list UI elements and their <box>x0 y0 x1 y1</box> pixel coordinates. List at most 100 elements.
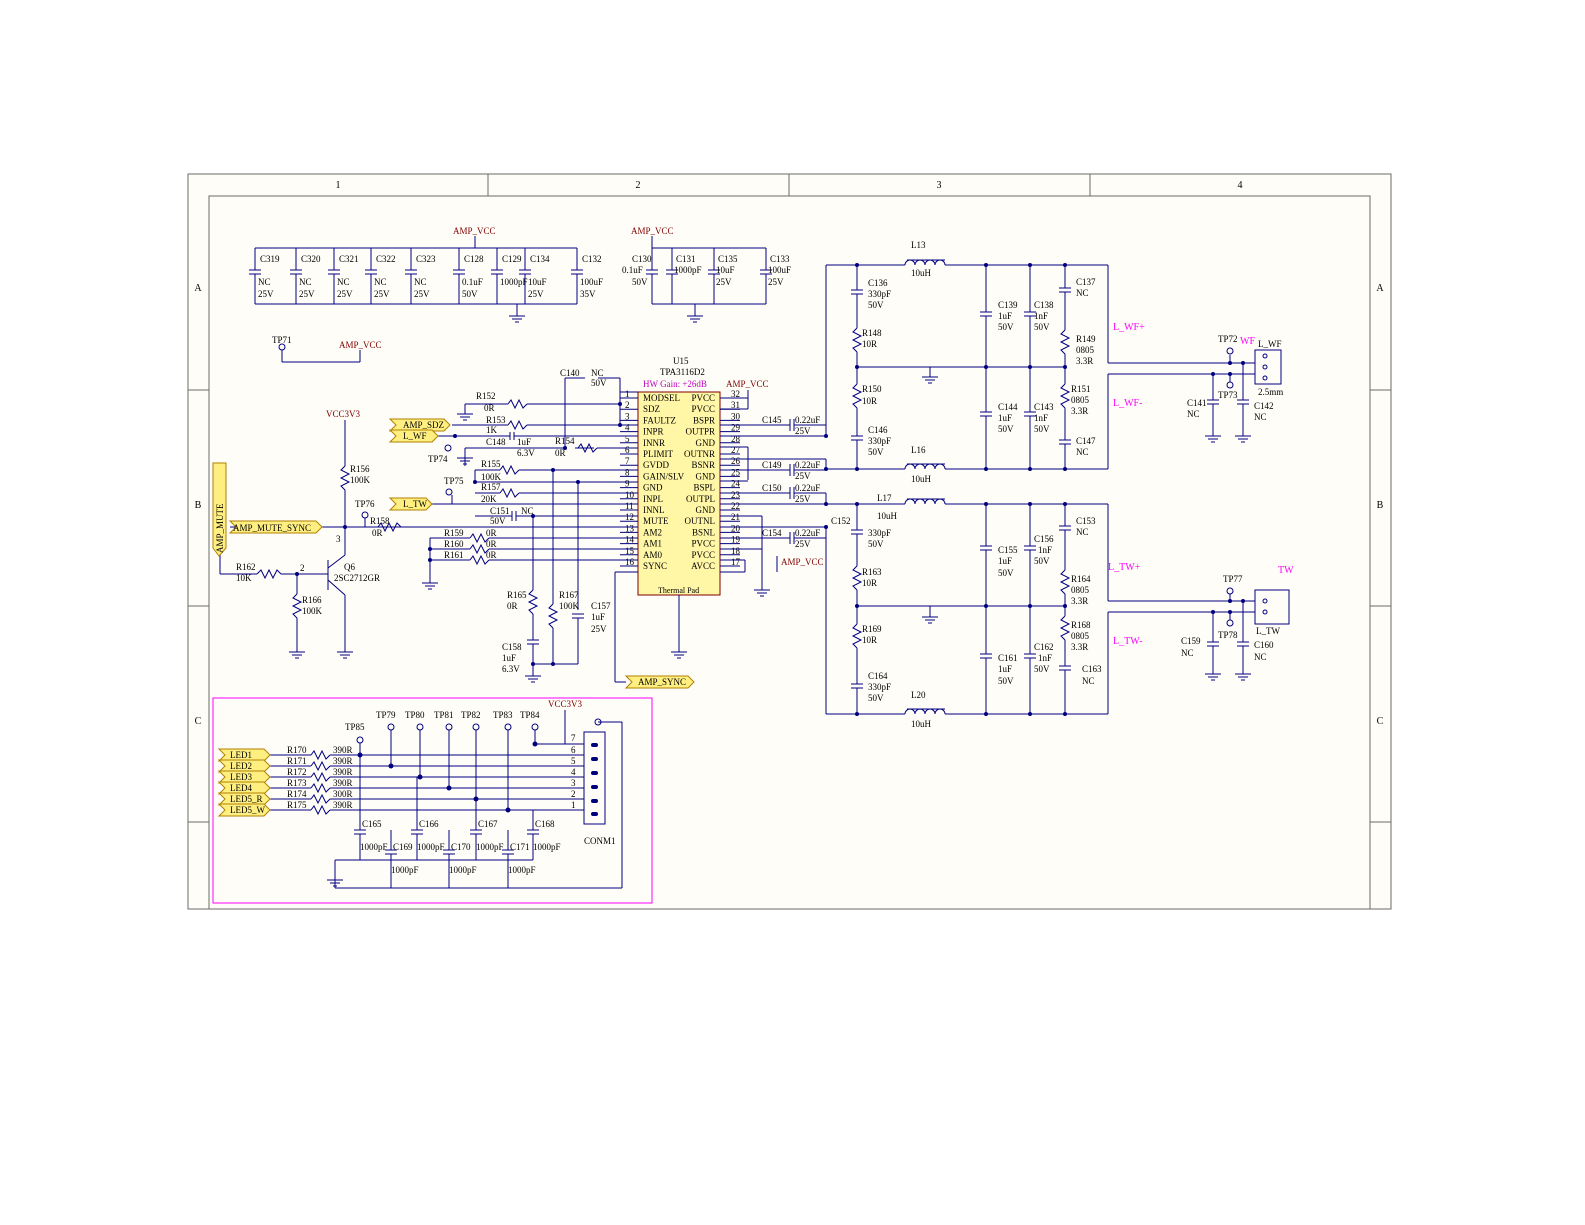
cap-ref-c135: C135 <box>718 254 738 264</box>
u15-pin-21-num: 21 <box>731 512 740 522</box>
u15-pin-31-name: PVCC <box>691 404 715 414</box>
u15-pin-30-num: 30 <box>731 411 741 421</box>
u15-pin-9-num: 9 <box>625 479 630 489</box>
u15-pin-3-name: FAULTZ <box>643 415 676 425</box>
port-led1[interactable]: LED1 <box>217 748 271 762</box>
led-tp83: TP83 <box>493 710 513 720</box>
port-l-wf-label: L_WF <box>403 431 427 441</box>
cap-ref-c321: C321 <box>339 254 359 264</box>
cap-v-c320: 25V <box>299 289 315 299</box>
c161-v: 50V <box>998 676 1014 686</box>
net-l-wf-plus: L_WF+ <box>1113 322 1145 333</box>
u15-pin-23-name: OUTPL <box>686 494 715 504</box>
r148-val: 10R <box>862 339 877 349</box>
c140-v: 50V <box>591 378 607 388</box>
u15-part: TPA3116D2 <box>660 367 705 377</box>
frame-row-a-left: A <box>194 283 202 294</box>
u15-pin-19-name: PVCC <box>691 539 715 549</box>
l13-val: 10uH <box>911 268 932 278</box>
led-tp80: TP80 <box>405 710 425 720</box>
port-led2[interactable]: LED2 <box>217 759 271 773</box>
u15-pin-3-num: 3 <box>625 411 630 421</box>
c160-ref: C160 <box>1254 640 1274 650</box>
c164-val: 330pF <box>868 682 891 692</box>
tp73-label: TP73 <box>1218 390 1238 400</box>
net-l-tw-plus: L_TW+ <box>1108 562 1141 573</box>
led-res-ref-r175: R175 <box>287 800 307 810</box>
c153-val: NC <box>1076 527 1089 537</box>
r154-val: 0R <box>555 448 566 458</box>
u15-pin-25-name: GND <box>696 471 716 481</box>
led-tp81: TP81 <box>434 710 454 720</box>
port-amp-mute[interactable]: AMP_MUTE <box>212 462 227 557</box>
r152-ref: R152 <box>476 391 496 401</box>
port-amp-sdz[interactable]: AMP_SDZ <box>388 418 451 432</box>
r155-val: 100K <box>481 472 502 482</box>
led-res-ref-r170: R170 <box>287 745 307 755</box>
u15-pin-28-name: GND <box>696 438 716 448</box>
port-l-wf[interactable]: L_WF <box>388 429 439 443</box>
r164-ref: R164 <box>1071 574 1091 584</box>
c157-v: 25V <box>591 624 607 634</box>
cap-ref-c134: C134 <box>530 254 550 264</box>
frame-row-a-right: A <box>1376 283 1384 294</box>
port-amp-sdz-label: AMP_SDZ <box>403 420 444 430</box>
boot-ref-c150: C150 <box>762 483 782 493</box>
r150-val: 10R <box>862 396 877 406</box>
vcc3v3-label-2: VCC3V3 <box>548 699 583 709</box>
c158-val: 1uF <box>502 653 516 663</box>
r164-val: 3.3R <box>1071 596 1088 606</box>
net-wf: WF <box>1240 336 1255 347</box>
ground-icon <box>327 879 343 887</box>
c164-ref: C164 <box>868 671 888 681</box>
c152-val: 330pF <box>868 528 891 538</box>
vcc3v3-label-1: VCC3V3 <box>326 409 361 419</box>
c156-ref: C156 <box>1034 534 1054 544</box>
c137-val: NC <box>1076 288 1089 298</box>
cap-ref-c129: C129 <box>502 254 522 264</box>
r165-val: 0R <box>507 601 518 611</box>
led-wiring <box>334 710 623 889</box>
boot-val-c149: 0.22uF <box>795 460 820 470</box>
port-amp-sync-label: AMP_SYNC <box>638 677 686 687</box>
u15-pin-2-name: SDZ <box>643 404 660 414</box>
port-led3[interactable]: LED3 <box>217 770 271 784</box>
port-label: LED4 <box>230 783 252 793</box>
cap-v-c321: 25V <box>337 289 353 299</box>
led-res-val-r171: 390R <box>333 756 353 766</box>
r161-ref: R161 <box>444 550 464 560</box>
c146-v: 50V <box>868 447 884 457</box>
u15-pin-25-num: 25 <box>731 467 741 477</box>
port-led5-r[interactable]: LED5_R <box>217 792 271 806</box>
port-l-tw[interactable]: L_TW <box>388 497 433 511</box>
u15-pin-6-name: PLIMIT <box>643 449 673 459</box>
net-l-wf-minus: L_WF- <box>1113 398 1142 409</box>
amp-vcc-label-1: AMP_VCC <box>453 226 496 236</box>
conn-pin-4: 4 <box>571 767 576 777</box>
l17-ref: L17 <box>877 493 892 503</box>
wf-conn-pkg: 2.5mm <box>1258 387 1283 397</box>
tp73-circle <box>1226 381 1234 389</box>
c148-val: 1uF <box>517 437 531 447</box>
r160-val: 0R <box>486 539 497 549</box>
u15-pin-17-name: AVCC <box>691 561 715 571</box>
port-amp-mute-sync[interactable]: AMP_MUTE_SYNC <box>228 520 323 534</box>
port-amp-sync[interactable]: AMP_SYNC <box>624 675 695 689</box>
r159-ref: R159 <box>444 528 464 538</box>
c147-ref: C147 <box>1076 436 1096 446</box>
frame-row-b-right: B <box>1377 500 1384 511</box>
c141-ref: C141 <box>1187 398 1207 408</box>
cap-v-c130: 50V <box>632 277 648 287</box>
port-led5-w[interactable]: LED5_W <box>217 803 271 817</box>
cap-ref-c133: C133 <box>770 254 790 264</box>
u15-pin-20-num: 20 <box>731 523 741 533</box>
c162-ref: C162 <box>1034 642 1054 652</box>
c156-val: 1nF <box>1038 545 1052 555</box>
tp75-circle <box>445 488 453 496</box>
port-led4[interactable]: LED4 <box>217 781 271 795</box>
u15-pin-13-num: 13 <box>625 523 635 533</box>
r162-ref: R162 <box>236 562 256 572</box>
ground-icon <box>922 616 938 624</box>
c156-v: 50V <box>1034 556 1050 566</box>
cap-val-c321: NC <box>337 277 350 287</box>
